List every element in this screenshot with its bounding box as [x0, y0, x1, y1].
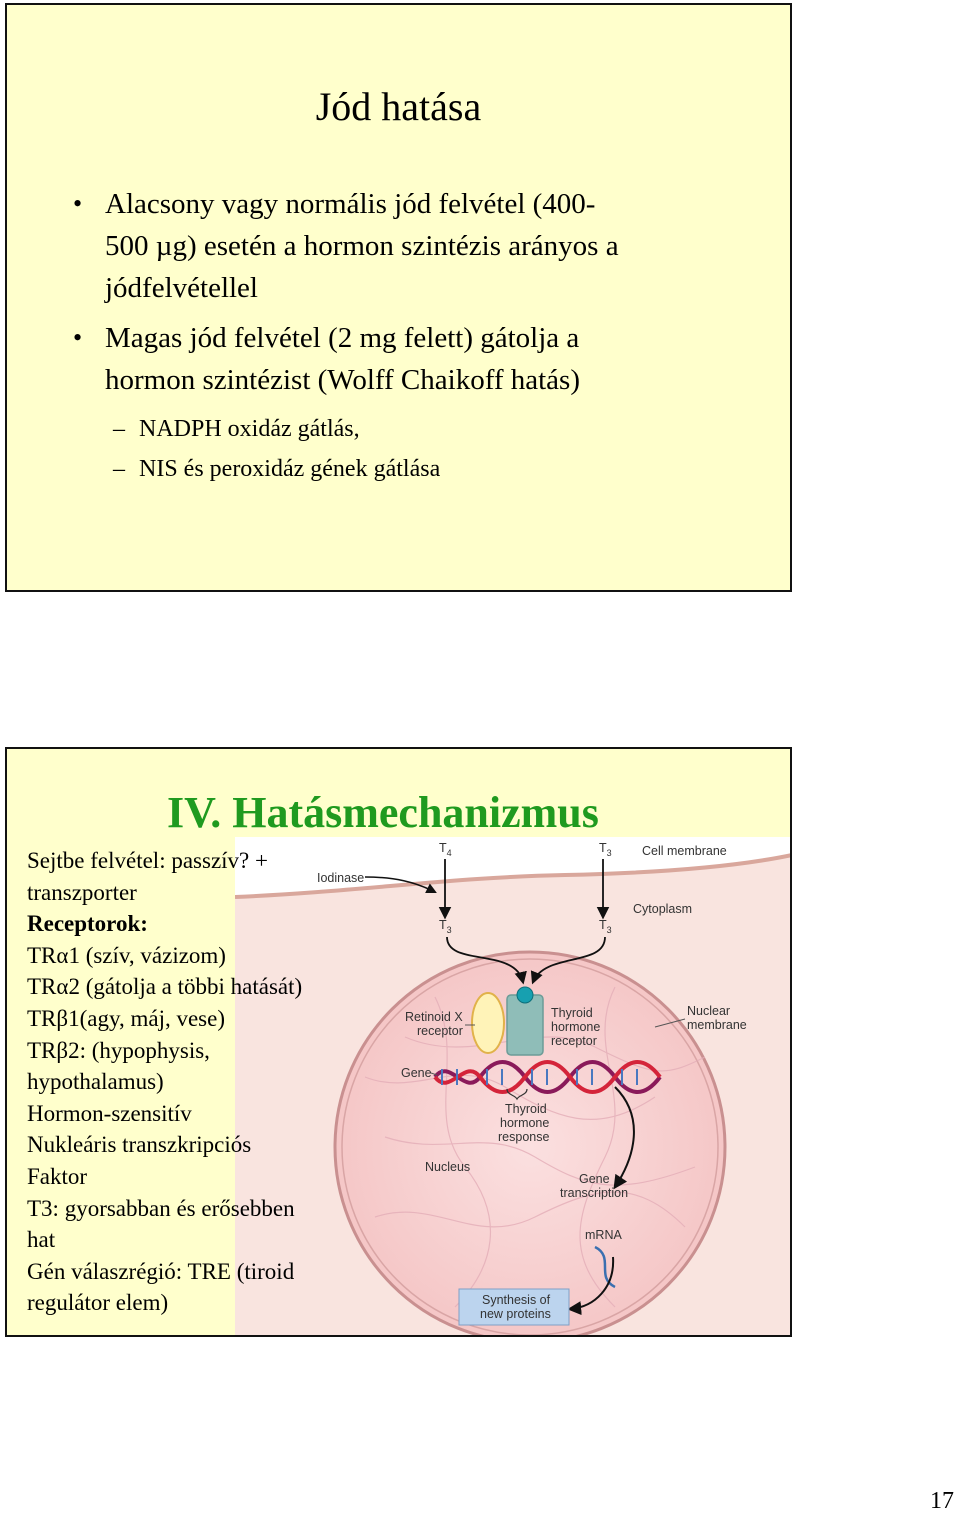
iodinase-label: Iodinase [317, 871, 364, 885]
bullet-symbol: • [73, 323, 83, 352]
slide-jod-hatasa: Jód hatása • Alacsony vagy normális jód … [5, 3, 792, 592]
sub-item: – NADPH oxidáz gátlás, [73, 409, 763, 449]
nucleus-label: Nucleus [425, 1160, 470, 1174]
t4-label-top: T4 [439, 841, 452, 858]
slide-title: IV. Hatásmechanizmus [167, 788, 599, 837]
gene-pointer [430, 1072, 438, 1076]
dash-symbol: – [113, 456, 125, 482]
t3-to-receptor-arrow-left [446, 936, 527, 985]
t3-label-right: T3 [599, 918, 612, 935]
slide-hatasmechanizmus: IV. Hatásmechanizmus Sejtbe felvétel: pa… [5, 747, 792, 1337]
gene-label: Gene [401, 1066, 432, 1080]
text-line: TRβ1(agy, máj, vese) [27, 1005, 225, 1031]
t3-bound-molecule [516, 986, 534, 1004]
page-number: 17 [930, 1488, 954, 1514]
t3-to-receptor-arrow-right [530, 936, 606, 985]
text-line: regulátor elem) [27, 1290, 169, 1316]
text-line: Hormon-szensitív [27, 1100, 192, 1126]
mrna-strand [594, 1245, 616, 1289]
sub-item-text: NADPH oxidáz gátlás, [139, 416, 360, 442]
nuclear-membrane [341, 958, 719, 1335]
bullet-line: 500 µg) esetén a hormon szintézis arányo… [105, 230, 619, 262]
text-line: TRβ2: (hypophysis, [27, 1037, 210, 1063]
bullet-line: Magas jód felvétel (2 mg felett) gátolja… [105, 322, 580, 354]
t3-label-left: T3 [439, 918, 452, 935]
bullet-line: jódfelvétellel [105, 272, 258, 304]
t3-label-top: T3 [599, 841, 612, 858]
bullet-line: hormon szintézist (Wolff Chaikoff hatás) [105, 364, 580, 396]
mrna-label: mRNA [585, 1228, 622, 1242]
transcription-arrow [613, 1086, 635, 1190]
chromatin-lines [364, 986, 706, 1308]
bullet-line: Alacsony vagy normális jód felvétel (400… [105, 188, 596, 220]
text-line: TRα2 (gátolja a többi hatását) [27, 974, 303, 1000]
text-line: hypothalamus) [27, 1069, 164, 1095]
bullet-symbol: • [73, 189, 83, 218]
cytoplasm-label: Cytoplasm [633, 902, 692, 916]
thyroid-receptor-shape [506, 994, 544, 1056]
text-line-heading: Receptorok: [27, 911, 148, 937]
thyroid-hormone-mechanism-diagram: T4 T3 Cell membrane Iodinase Cytoplasm T… [235, 837, 790, 1335]
slide-body: • Alacsony vagy normális jód felvétel (4… [73, 183, 763, 489]
nucleus [333, 950, 727, 1335]
text-line: Nukleáris transzkripciós [27, 1132, 252, 1158]
sub-item: – NIS és peroxidáz gének gátlása [73, 449, 763, 489]
text-line: Faktor [27, 1163, 88, 1189]
synthesis-arrow [567, 1256, 615, 1316]
dash-symbol: – [113, 416, 125, 442]
dna-helix [433, 1060, 662, 1094]
cell-membrane [235, 853, 790, 899]
synthesis-box [458, 1288, 570, 1326]
iodinase-arrow [364, 876, 437, 893]
nuclear-membrane-pointer [654, 1018, 686, 1028]
text-line: Sejtbe felvétel: passzív? + [27, 848, 268, 873]
slide-text: Sejtbe felvétel: passzív? + transzporter… [27, 845, 347, 1319]
response-bracket [506, 1088, 528, 1101]
bullet-item: • Alacsony vagy normális jód felvétel (4… [73, 183, 763, 309]
dna-base-pairs [441, 1069, 638, 1085]
cell-membrane-label: Cell membrane [642, 844, 727, 858]
sub-item-text: NIS és peroxidáz gének gátlása [139, 456, 441, 482]
retinoid-x-receptor-shape [471, 992, 505, 1054]
text-line: Gén válaszrégió: TRE (tiroid [27, 1258, 295, 1284]
text-line: TRα1 (szív, vázizom) [27, 942, 226, 968]
bullet-item: • Magas jód felvétel (2 mg felett) gátol… [73, 317, 763, 401]
slide-title: Jód hatása [315, 84, 482, 129]
text-line: hat [27, 1227, 56, 1253]
text-line: T3: gyorsabban és erősebben [27, 1195, 295, 1221]
text-line: transzporter [27, 879, 137, 905]
